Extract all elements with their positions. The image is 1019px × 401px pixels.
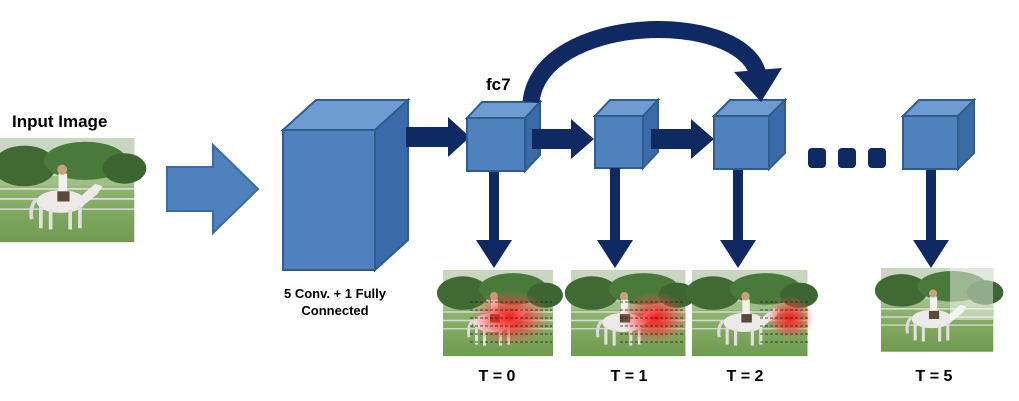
wide-arrow <box>166 142 260 236</box>
conv-layers-caption: 5 Conv. + 1 Fully Connected <box>284 286 386 318</box>
attention-frame-t2 <box>684 268 820 358</box>
timestep-label-t2: T = 2 <box>726 368 764 385</box>
timestep-label-t0: T = 0 <box>478 368 516 385</box>
step-cube-2 <box>711 97 788 172</box>
timestep-label-t1: T = 1 <box>610 368 648 385</box>
fc7-cube <box>464 99 543 174</box>
step-cube-5 <box>900 97 977 172</box>
ellipsis-dots <box>808 148 886 168</box>
step-cube-1 <box>592 97 661 171</box>
cnn-block <box>280 97 411 273</box>
attention-frame-t0 <box>435 268 565 358</box>
arrow-cnn-to-fc7 <box>406 117 470 157</box>
arrow-step1-to-step2 <box>651 119 714 159</box>
fc7-label: fc7 <box>486 75 511 94</box>
down-arrow-t1 <box>597 168 633 268</box>
input-image-title: Input Image <box>12 112 108 131</box>
attention-frame-t1 <box>563 268 698 358</box>
attention-frame-t5 <box>873 266 1005 354</box>
down-arrow-t0 <box>476 172 512 268</box>
arrow-fc7-to-step1 <box>532 119 594 159</box>
input-image <box>0 136 149 245</box>
down-arrow-t2 <box>720 170 756 268</box>
feedback-arrow <box>522 21 782 104</box>
down-arrow-t5 <box>913 170 949 268</box>
timestep-label-t5: T = 5 <box>915 368 953 385</box>
